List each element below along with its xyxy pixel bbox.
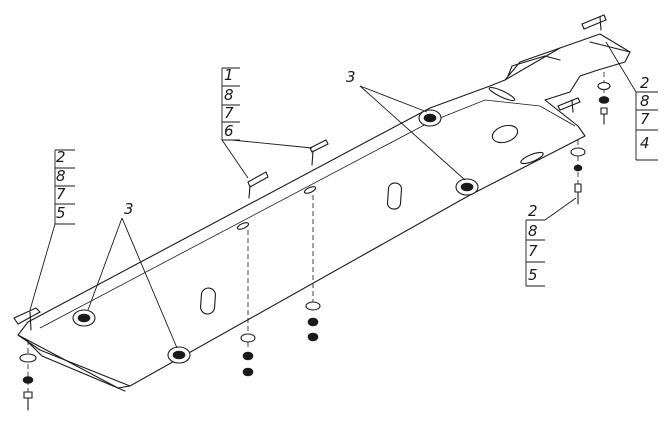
callout-left-2: 8 xyxy=(56,167,66,185)
callout-right-2: 8 xyxy=(640,92,650,110)
clip-far-right xyxy=(581,14,607,31)
callout-left-3: 7 xyxy=(56,185,66,203)
callout-stack-right: 2 8 7 4 xyxy=(636,74,658,161)
callout-top-4: 6 xyxy=(224,122,234,140)
callout-stack-left: 2 8 7 5 xyxy=(55,148,75,225)
callout-right-lower-2: 8 xyxy=(528,222,538,240)
assembly-axes xyxy=(27,72,605,395)
callout-right-3: 7 xyxy=(640,110,650,128)
callout-right-4: 4 xyxy=(640,134,650,152)
washers-bolts xyxy=(19,81,611,411)
leader-lines xyxy=(29,41,658,349)
callout-top-2: 8 xyxy=(224,86,234,104)
callout-bushing-right: 3 xyxy=(346,68,356,86)
clip-right xyxy=(557,97,581,113)
callout-top-1: 1 xyxy=(224,66,234,84)
bushings xyxy=(72,109,479,364)
callout-left-4: 5 xyxy=(56,204,66,222)
bushing-2 xyxy=(167,346,191,364)
plate-holes xyxy=(200,86,544,315)
skid-plate xyxy=(17,33,631,392)
callout-left-1: 2 xyxy=(56,148,66,166)
callout-right-lower-3: 7 xyxy=(528,242,538,260)
callout-right-1: 2 xyxy=(640,74,650,92)
bushing-1 xyxy=(72,309,96,327)
callout-right-lower-4: 5 xyxy=(528,266,538,284)
clip-nuts xyxy=(13,14,607,331)
bushing-4 xyxy=(455,178,479,196)
callout-stack-top: 1 8 7 6 xyxy=(222,66,240,141)
clip-left xyxy=(13,307,41,331)
clip-top-2 xyxy=(309,139,329,166)
bushing-3 xyxy=(418,109,442,127)
callout-top-3: 7 xyxy=(224,104,234,122)
callout-right-lower-1: 2 xyxy=(528,202,538,220)
clip-top-1 xyxy=(247,171,269,199)
callout-bushing-left: 3 xyxy=(124,200,134,218)
callout-stack-right-lower: 2 8 7 5 xyxy=(526,202,545,287)
